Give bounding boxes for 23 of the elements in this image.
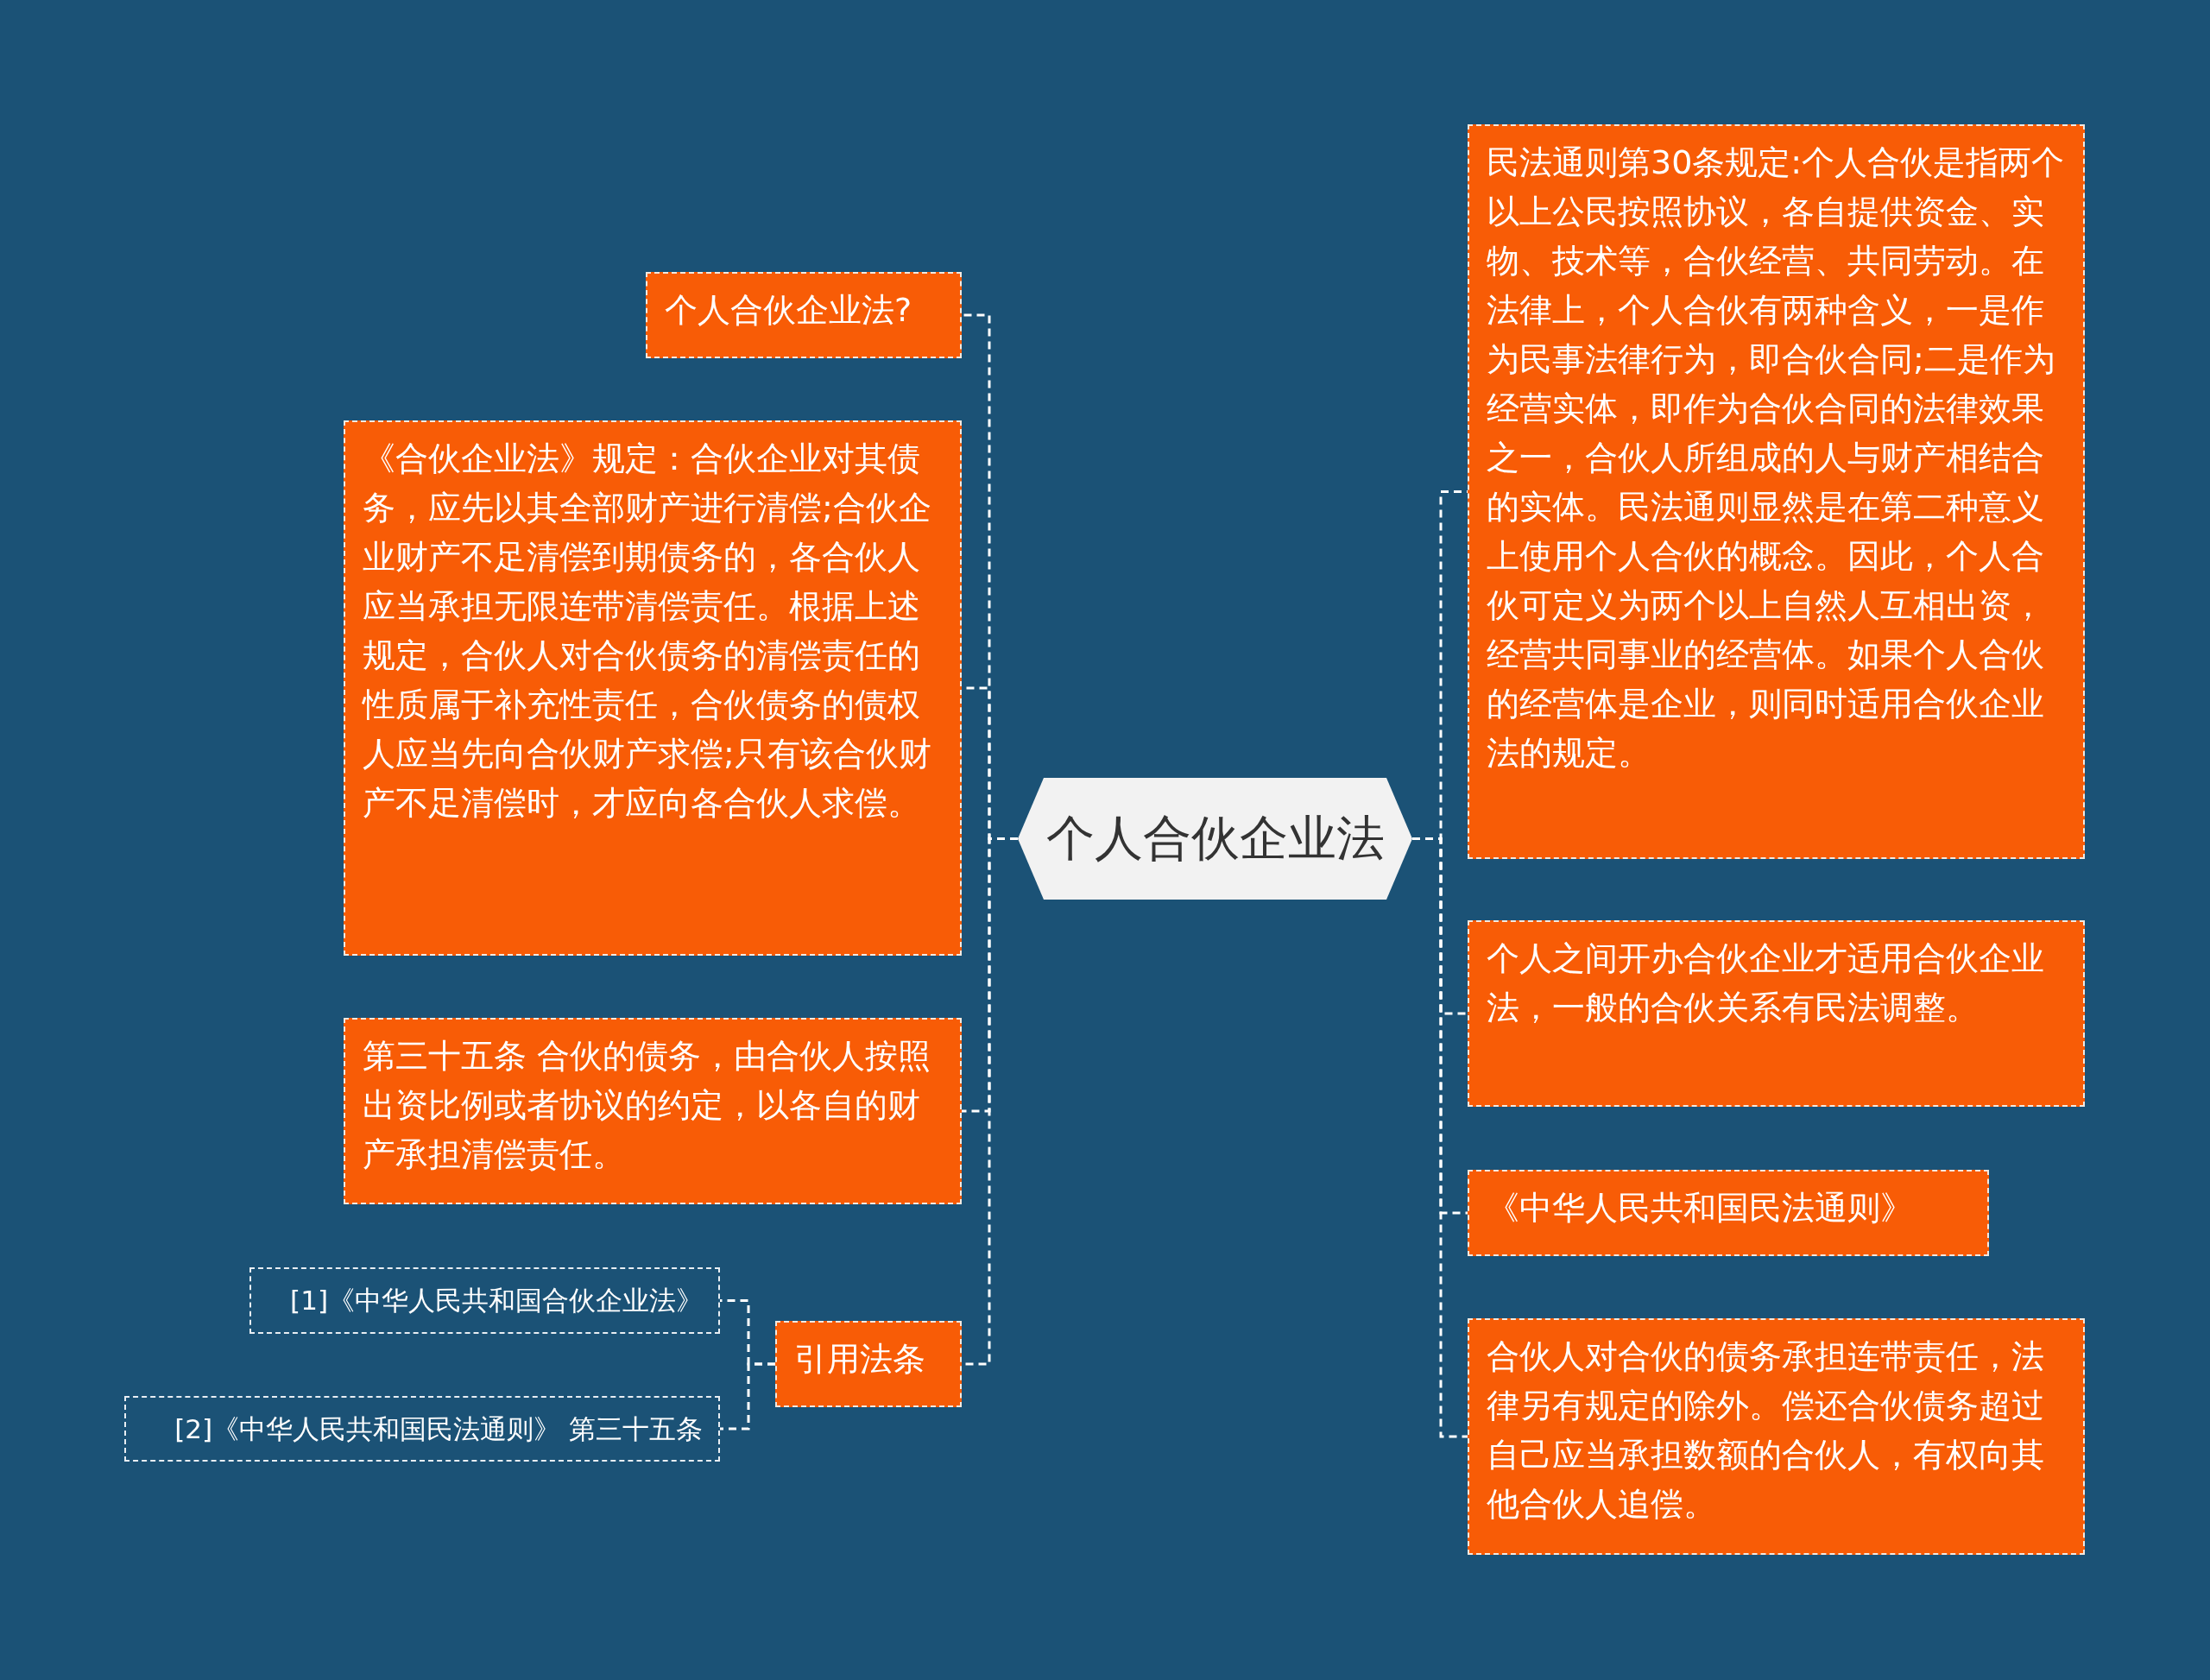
topic-text: 个人之间开办合伙企业才适用合伙企业法，一般的合伙关系有民法调整。: [1487, 939, 2044, 1026]
topic-text: 个人合伙企业法?: [665, 291, 912, 329]
topic-box: [344, 420, 962, 956]
citation-text: [1]《中华人民共和国合伙企业法》: [290, 1285, 703, 1316]
topic-text: 个人合伙企业法: [1045, 808, 1385, 868]
topic-box: [1468, 124, 2085, 859]
topic-text: 《中华人民共和国民法通则》: [1487, 1189, 1913, 1227]
topic-box: [775, 1321, 962, 1407]
topic-text: 《合伙企业法》规定：合伙企业对其债务，应先以其全部财产进行清偿;合伙企业财产不足清偿到期债务的，各合伙人应当承担无限连带清偿责任。根据上述规定，合伙人对合伙债务的清偿责任的性质属于补充性责任，合伙债务的债权人应当先向合伙财产求偿;只有该合伙财产不足清偿时，才应向各合伙人求偿。: [363, 439, 931, 822]
citation-box: [249, 1267, 720, 1334]
citation-text: [2]《中华人民共和国民法通则》 第三十五条: [174, 1413, 703, 1444]
topic-box: [1468, 1318, 2085, 1555]
topic-box: [344, 1018, 962, 1204]
connector-line: [720, 1362, 775, 1431]
citation-box: [124, 1396, 720, 1462]
topic-box: [1468, 920, 2085, 1107]
topic-box: [1468, 1170, 1989, 1256]
central-topic: [1018, 778, 1412, 900]
topic-box: [646, 272, 962, 358]
topic-text: 民法通则第30条规定:个人合伙是指两个以上公民按照协议，各自提供资金、实物、技术等，合伙经营、共同劳动。在法律上，个人合伙有两种含义，一是作为民事法律行为，即合伙合同;二是作为经营实体，即作为合伙合同的法律效果之一，合伙人所组成的人与财产相结合的实体。民法通则显然是在第二种意义上使用个人合伙的概念。因此，个人合伙可定义为两个以上自然人互相出资，经营共同事业的经营体。如果个人合伙的经营体是企业，则同时适用合伙企业法的规定。: [1487, 143, 2065, 772]
topic-text: 引用法条: [794, 1340, 925, 1378]
topic-text: 合伙人对合伙的债务承担连带责任，法律另有规定的除外。偿还合伙债务超过自己应当承担数额的合伙人，有权向其他合伙人追偿。: [1487, 1337, 2044, 1523]
topic-text: 第三十五条 合伙的债务，由合伙人按照出资比例或者协议的约定，以各自的财产承担清偿责任。: [363, 1037, 931, 1173]
